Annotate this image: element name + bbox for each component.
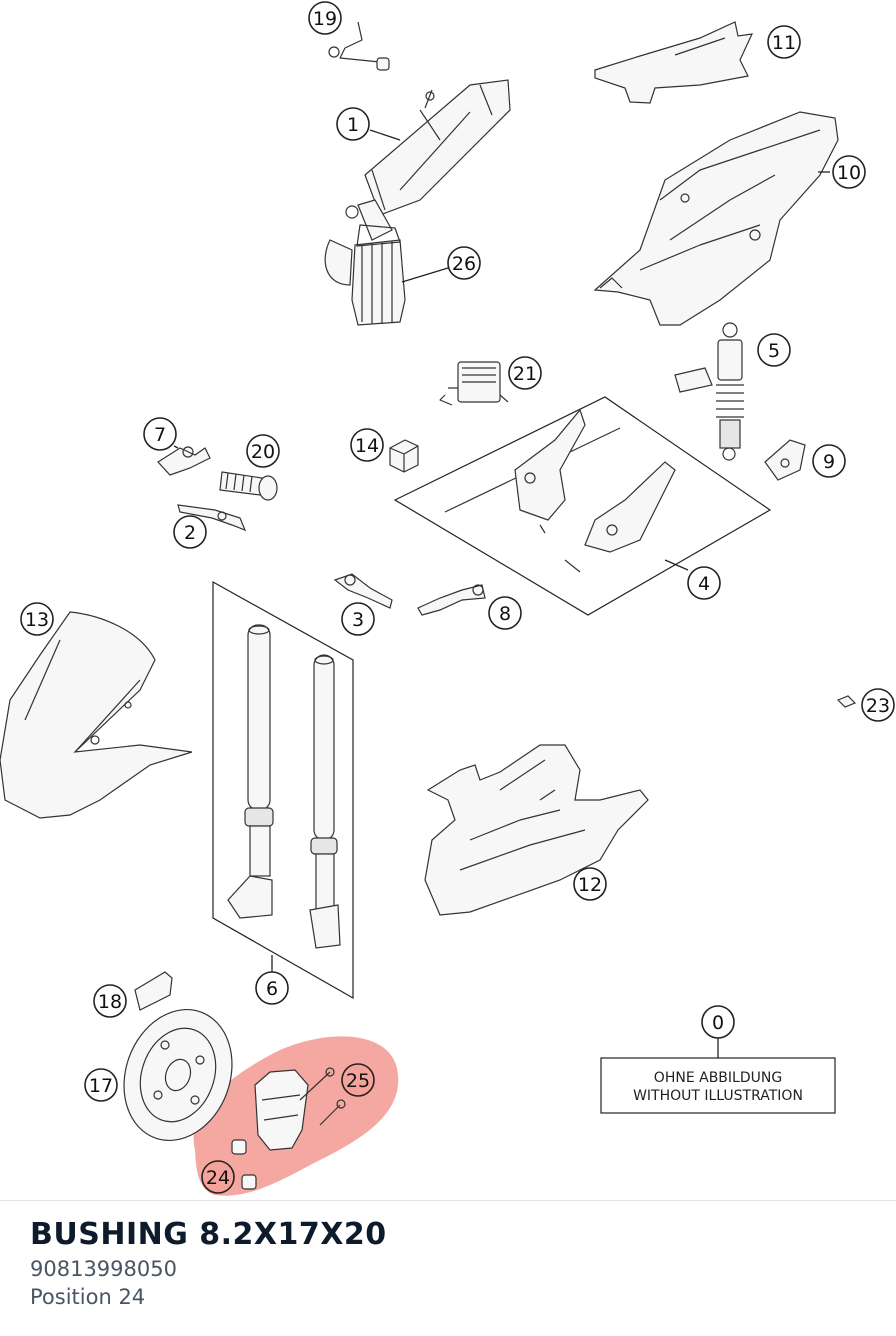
svg-text:21: 21 — [513, 363, 537, 385]
svg-text:14: 14 — [355, 435, 379, 457]
part-13-front-fairing[interactable] — [0, 611, 193, 819]
callout-8[interactable]: 8 — [488, 596, 522, 630]
part-17-brake-disc[interactable] — [106, 994, 250, 1155]
callout-20[interactable]: 20 — [246, 434, 280, 468]
svg-text:0: 0 — [712, 1012, 724, 1034]
callout-17[interactable]: 17 — [84, 1068, 118, 1102]
part-2-lever[interactable] — [177, 504, 247, 532]
part-11-seat-pad[interactable] — [594, 21, 754, 104]
part-title: BUSHING 8.2X17X20 — [30, 1217, 387, 1252]
part-24-bushing[interactable] — [231, 1139, 257, 1190]
callout-1[interactable]: 1 — [336, 107, 370, 141]
svg-text:17: 17 — [89, 1075, 113, 1097]
callout-25[interactable]: 25 — [341, 1063, 375, 1097]
svg-text:2: 2 — [184, 522, 196, 544]
svg-text:11: 11 — [772, 32, 796, 54]
svg-text:23: 23 — [866, 695, 890, 717]
part-20-grip[interactable] — [219, 471, 278, 501]
svg-text:26: 26 — [452, 253, 476, 275]
callout-9[interactable]: 9 — [812, 444, 846, 478]
svg-text:5: 5 — [768, 340, 780, 362]
svg-text:20: 20 — [251, 441, 275, 463]
callout-23[interactable]: 23 — [861, 688, 895, 722]
part-19-bracket[interactable] — [328, 21, 390, 71]
callout-5[interactable]: 5 — [757, 333, 791, 367]
callout-21[interactable]: 21 — [508, 356, 542, 390]
callout-12[interactable]: 12 — [573, 867, 607, 901]
callout-24[interactable]: 24 — [201, 1160, 235, 1194]
part-4-footrest-assembly[interactable] — [393, 396, 772, 616]
part-21-control-unit[interactable] — [439, 361, 509, 406]
callout-11[interactable]: 11 — [767, 25, 801, 59]
part-6-front-fork[interactable] — [212, 580, 354, 1000]
callout-10[interactable]: 10 — [832, 155, 866, 189]
svg-text:13: 13 — [25, 609, 49, 631]
part-25-caliper[interactable] — [254, 1067, 346, 1151]
part-23-clip[interactable] — [836, 695, 857, 708]
part-14-cube[interactable] — [389, 439, 419, 473]
part-info-footer: BUSHING 8.2X17X20 90813998050 Position 2… — [0, 1200, 896, 1336]
svg-text:4: 4 — [698, 573, 710, 595]
part-number: 90813998050 — [30, 1257, 177, 1281]
position-label: Position 24 — [30, 1285, 146, 1309]
callout-4[interactable]: 4 — [687, 566, 721, 600]
callout-26[interactable]: 26 — [447, 246, 481, 280]
callout-7[interactable]: 7 — [143, 417, 177, 451]
svg-text:3: 3 — [352, 609, 364, 631]
callout-14[interactable]: 14 — [350, 428, 384, 462]
callout-6[interactable]: 6 — [255, 971, 289, 1005]
part-7-lever-mount[interactable] — [157, 446, 211, 476]
part-5-shock-absorber[interactable] — [674, 322, 744, 461]
note-line-2: WITHOUT ILLUSTRATION — [633, 1088, 803, 1104]
part-18-brake-pad[interactable] — [134, 971, 173, 1011]
svg-text:8: 8 — [499, 603, 511, 625]
callout-18[interactable]: 18 — [93, 984, 127, 1018]
svg-text:18: 18 — [98, 991, 122, 1013]
note-box: OHNE ABBILDUNG WITHOUT ILLUSTRATION — [600, 1038, 836, 1114]
callout-3[interactable]: 3 — [341, 602, 375, 636]
note-line-1: OHNE ABBILDUNG — [654, 1070, 782, 1086]
callout-19[interactable]: 19 — [308, 1, 342, 35]
part-12-belly-pan[interactable] — [424, 744, 649, 916]
svg-text:19: 19 — [313, 8, 337, 30]
callout-13[interactable]: 13 — [20, 602, 54, 636]
parts-diagram: OHNE ABBILDUNG WITHOUT ILLUSTRATION 19 1… — [0, 1, 895, 1196]
part-10-seat[interactable] — [593, 111, 839, 326]
svg-text:25: 25 — [346, 1070, 370, 1092]
svg-text:24: 24 — [206, 1167, 230, 1189]
callout-2[interactable]: 2 — [173, 515, 207, 549]
svg-text:6: 6 — [266, 978, 278, 1000]
part-1-silencer[interactable] — [345, 79, 511, 241]
svg-text:12: 12 — [578, 874, 602, 896]
callout-0[interactable]: 0 — [701, 1005, 735, 1039]
svg-text:10: 10 — [837, 162, 861, 184]
part-26-collector[interactable] — [324, 224, 406, 326]
part-3-lever[interactable] — [333, 573, 393, 609]
part-9-bracket[interactable] — [764, 439, 806, 481]
svg-text:7: 7 — [154, 424, 166, 446]
svg-text:1: 1 — [347, 114, 359, 136]
svg-text:9: 9 — [823, 451, 835, 473]
part-8-lever[interactable] — [417, 584, 486, 616]
leader-lines — [173, 129, 830, 972]
